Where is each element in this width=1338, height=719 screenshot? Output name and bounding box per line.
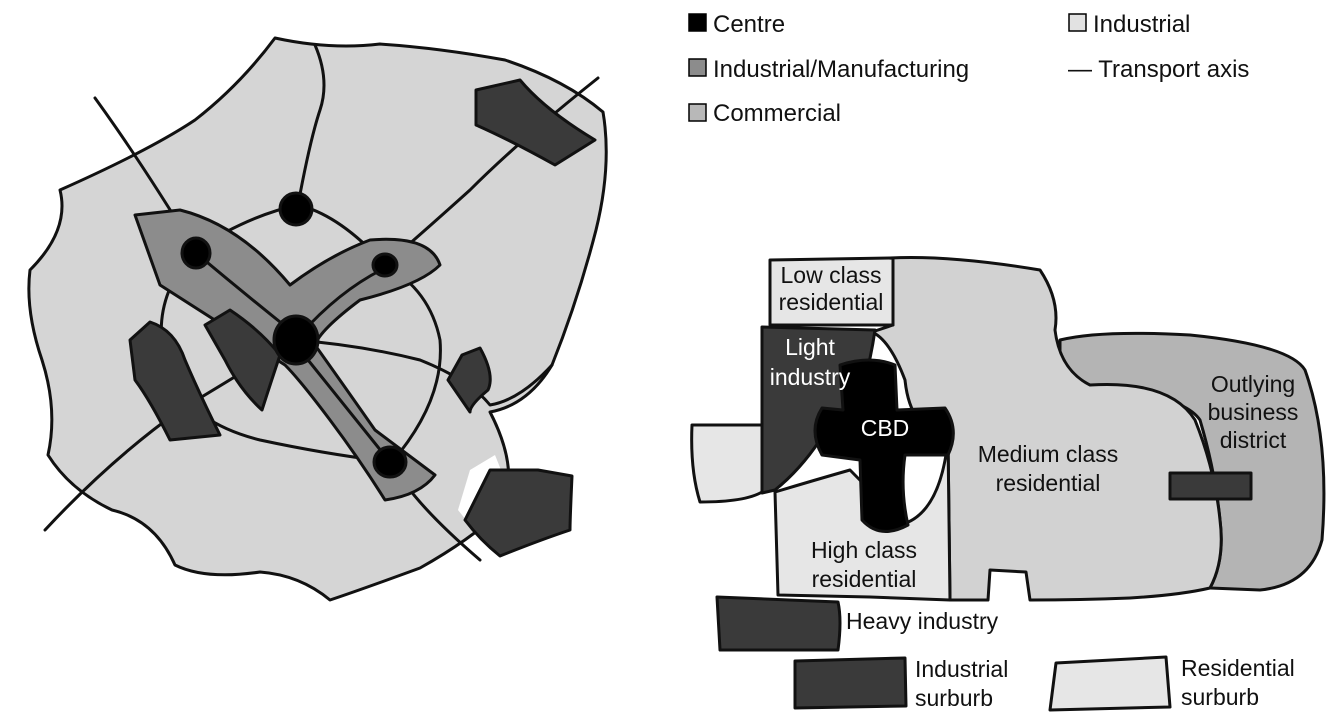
zone-model-map — [690, 256, 1326, 712]
legend-item-industrial-manufacturing: Industrial/Manufacturing — [688, 56, 969, 83]
zone-outlying-business-district — [1058, 331, 1326, 592]
label-cbd: CBD — [861, 415, 910, 441]
legend-label-centre: Centre — [713, 11, 785, 38]
zone-residential-suburb — [1048, 655, 1172, 712]
multiple-nuclei-map — [27, 36, 608, 602]
industrial-block-2 — [128, 320, 222, 442]
label-high-class-line1: High class — [811, 537, 917, 563]
label-medium-class-line2: residential — [996, 470, 1101, 496]
label-residential-suburb-line2: surburb — [1181, 684, 1259, 710]
label-light-industry-line2: industry — [770, 364, 851, 390]
zone-heavy-industry — [715, 595, 842, 652]
legend-item-industrial: Industrial — [1068, 11, 1190, 38]
label-industrial-suburb-line2: surburb — [915, 685, 993, 711]
zone-cbd — [813, 358, 955, 533]
block-outlying-industrial — [1168, 471, 1253, 501]
label-outlying-line1: Outlying — [1211, 371, 1295, 397]
label-low-class-line1: Low class — [781, 262, 882, 288]
legend: Centre Industrial/Manufacturing Commerci… — [688, 11, 1249, 127]
legend-item-transport-axis: — Transport axis — [1068, 56, 1249, 83]
legend-label-industrial-manufacturing: Industrial/Manufacturing — [713, 56, 969, 83]
industrial-block-5 — [463, 468, 574, 558]
centres — [180, 191, 408, 479]
legend-label-commercial: Commercial — [713, 100, 841, 127]
legend-label-industrial: Industrial — [1093, 11, 1190, 38]
industrial-block-3 — [203, 308, 282, 412]
label-outlying-line2: business — [1208, 399, 1299, 425]
industrial-block-1 — [474, 78, 597, 167]
zone-industrial-suburb — [793, 656, 908, 710]
label-residential-suburb-line1: Residential — [1181, 655, 1295, 681]
zone-residential-left — [690, 423, 764, 504]
label-outlying-line3: district — [1220, 427, 1287, 453]
label-industrial-suburb-line1: Industrial — [915, 656, 1008, 682]
legend-item-centre: Centre — [688, 11, 785, 38]
label-low-class-line2: residential — [779, 289, 884, 315]
zone-labels: Low class residential Light industry CBD… — [770, 262, 1299, 711]
label-high-class-line2: residential — [812, 566, 917, 592]
label-light-industry-line1: Light — [785, 334, 835, 360]
label-heavy-industry: Heavy industry — [846, 608, 999, 634]
legend-item-commercial: Commercial — [688, 100, 841, 127]
legend-label-transport-axis: — Transport axis — [1068, 56, 1249, 83]
industrial-block-4 — [446, 346, 492, 414]
label-medium-class-line1: Medium class — [978, 441, 1119, 467]
zone-low-class-residential — [768, 256, 895, 327]
